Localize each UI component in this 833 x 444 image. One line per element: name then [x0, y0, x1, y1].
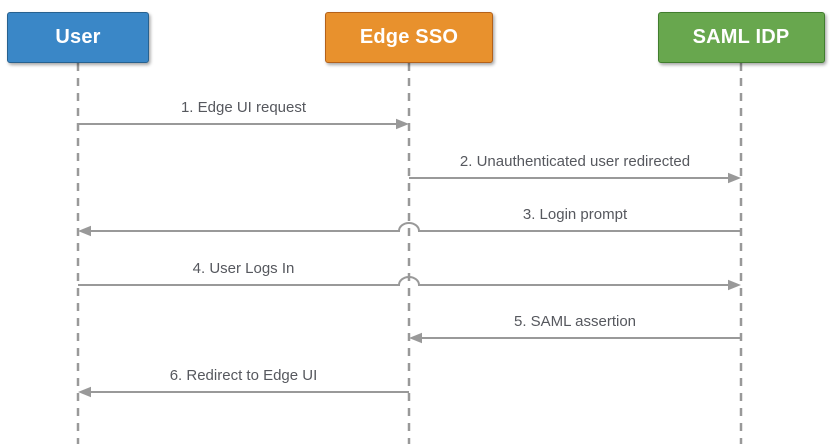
message-label-6: 6. Redirect to Edge UI: [169, 367, 318, 384]
actor-box-edge-sso: Edge SSO: [325, 12, 493, 63]
arrowhead-icon: [78, 386, 91, 398]
arrowhead-icon: [728, 172, 741, 184]
actor-label-user: User: [55, 26, 101, 48]
message-label-2: 2. Unauthenticated user redirected: [459, 153, 691, 170]
actor-label-saml-idp: SAML IDP: [692, 26, 790, 48]
actor-box-saml-idp: SAML IDP: [657, 12, 825, 63]
message-label-5: 5. SAML assertion: [514, 313, 636, 330]
message-label-1: 1. Edge UI request: [180, 99, 307, 116]
message-label-4: 4. User Logs In: [192, 260, 295, 277]
message-arrow-4: [78, 276, 728, 286]
message-label-3: 3. Login prompt: [522, 206, 628, 223]
arrowhead-icon: [409, 332, 422, 344]
actor-box-user: User: [7, 12, 149, 63]
arrowhead-icon: [728, 279, 741, 291]
arrowhead-icon: [396, 118, 409, 130]
message-arrow-3: [91, 222, 741, 232]
arrowhead-icon: [78, 225, 91, 237]
actor-label-edge-sso: Edge SSO: [359, 26, 459, 48]
